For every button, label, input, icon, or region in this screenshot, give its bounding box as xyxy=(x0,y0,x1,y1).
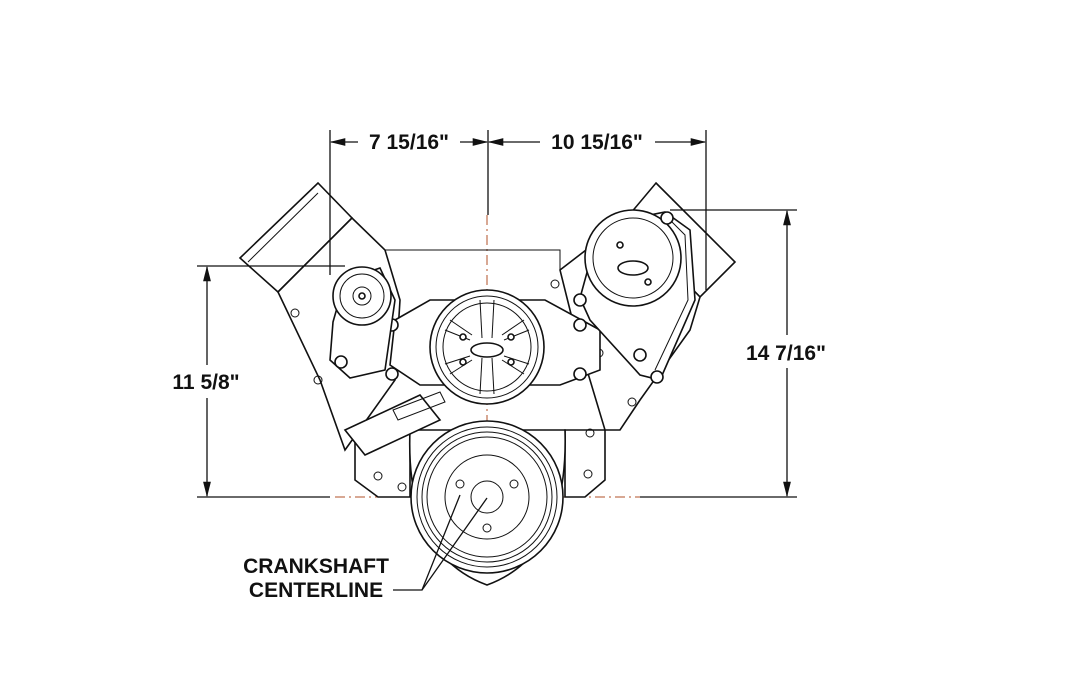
dimension-right-vertical: 14 7/16" xyxy=(746,342,826,365)
right-accessory xyxy=(573,209,696,384)
dimension-left-horizontal: 7 15/16" xyxy=(369,131,449,154)
dimension-left-vertical: 11 5/8" xyxy=(172,371,239,394)
dimension-right-horizontal: 10 15/16" xyxy=(551,131,643,154)
callout-crankshaft: CRANKSHAFT xyxy=(243,555,389,578)
water-pump-pulley xyxy=(385,289,601,405)
left-idler-pulley xyxy=(329,266,396,379)
crankshaft-pulley xyxy=(410,420,564,574)
callout-centerline: CENTERLINE xyxy=(249,579,383,602)
dimension-lines xyxy=(197,130,797,591)
